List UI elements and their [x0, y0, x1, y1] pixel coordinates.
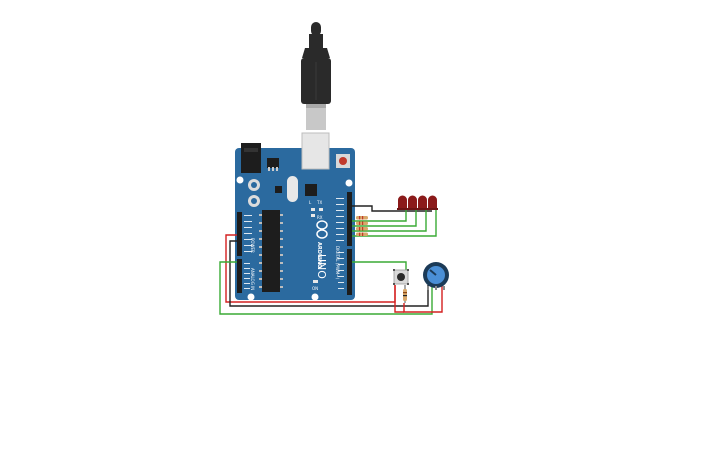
wire-button-red[interactable] — [394, 285, 404, 313]
wire-analog-green[interactable] — [219, 261, 433, 315]
dc-power-jack — [241, 143, 261, 173]
power-label: POWER — [250, 238, 255, 253]
wire-led-3[interactable] — [352, 210, 427, 232]
led-row — [397, 195, 438, 210]
usb-cable[interactable] — [301, 22, 331, 130]
pushbutton[interactable] — [393, 269, 409, 285]
mounting-hole — [236, 176, 244, 184]
mounting-hole — [247, 293, 255, 301]
resistor[interactable] — [356, 232, 368, 237]
arduino-logo — [316, 220, 328, 239]
usb-chip — [305, 184, 317, 196]
button-resistor[interactable] — [403, 285, 407, 303]
wire-led-4[interactable] — [352, 210, 437, 237]
resistor[interactable] — [356, 227, 368, 231]
voltage-regulator — [267, 158, 279, 168]
atmega-chip — [262, 210, 280, 292]
led-red-1[interactable] — [397, 195, 408, 210]
analog-label: ANALOG IN — [250, 268, 255, 290]
wire-gnd-black[interactable] — [229, 240, 429, 307]
rx-label: RX — [317, 215, 323, 220]
digital-header-bottom[interactable] — [347, 249, 352, 295]
on-label: ON — [312, 286, 318, 291]
wire-led-2[interactable] — [352, 210, 417, 227]
reset-button[interactable] — [336, 154, 350, 168]
mounting-hole — [311, 293, 319, 301]
brand-text: ARDUINO — [316, 242, 322, 268]
arduino-uno-board[interactable]: L TX RX ON ARDUINO UNO POWER ANALOG IN D… — [235, 132, 355, 301]
led-resistors — [356, 216, 368, 236]
digital-header-top[interactable] — [347, 192, 352, 246]
potentiometer[interactable] — [423, 262, 449, 290]
wires — [219, 205, 443, 315]
model-text: UNO — [315, 254, 328, 279]
analog-header[interactable] — [237, 259, 242, 293]
digital-label: DIGITAL (PWM~) — [335, 246, 340, 280]
led-red-4[interactable] — [427, 195, 438, 210]
led-red-3[interactable] — [417, 195, 428, 210]
mounting-hole — [345, 179, 353, 187]
resistor[interactable] — [356, 216, 368, 220]
usb-jack — [301, 132, 330, 170]
tx-label: TX — [316, 200, 322, 205]
wire-gnd-leds[interactable] — [352, 205, 432, 212]
wire-led-1[interactable] — [352, 210, 407, 222]
wire-pot-red[interactable] — [403, 284, 443, 313]
led-red-2[interactable] — [407, 195, 418, 210]
wire-button-signal[interactable] — [352, 261, 407, 272]
l-label: L — [309, 200, 312, 205]
crystal-oscillator — [287, 176, 298, 202]
power-header[interactable] — [237, 212, 242, 256]
resistor[interactable] — [356, 221, 368, 226]
